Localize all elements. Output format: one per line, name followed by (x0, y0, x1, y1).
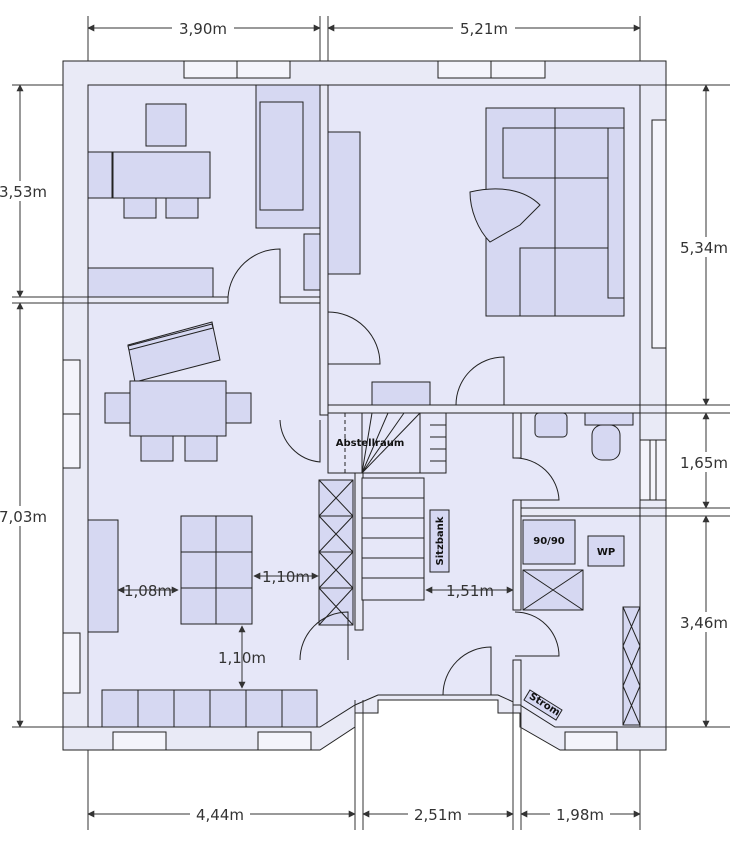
right-windows (639, 119, 667, 501)
furniture-dining (87, 321, 318, 728)
dim-inner-hall: 1,51m (446, 582, 494, 600)
dim-right-middle: 1,65m (680, 454, 728, 472)
label-storage: Abstellraum (336, 438, 405, 449)
shelf-cross (318, 479, 354, 626)
bottom-windows (112, 731, 618, 751)
furniture-office (87, 84, 321, 298)
dim-left-lower: 7,03m (0, 508, 47, 526)
dim-bottom-left: 4,44m (196, 806, 244, 824)
dim-left-upper: 3,53m (0, 183, 47, 201)
dim-bottom-middle: 2,51m (414, 806, 462, 824)
doors (227, 248, 560, 696)
dim-right-upper: 5,34m (680, 239, 728, 257)
left-windows (62, 359, 81, 694)
label-bench: Sitzbank (435, 516, 446, 565)
label-wp: WP (597, 547, 615, 558)
dim-bottom-right: 1,98m (556, 806, 604, 824)
label-9090: 90/90 (533, 536, 565, 547)
furniture-living (327, 107, 625, 406)
dim-right-lower: 3,46m (680, 614, 728, 632)
dim-top-left: 3,90m (179, 20, 227, 38)
dim-inner-table-bottom: 1,10m (218, 649, 266, 667)
dim-top-right: 5,21m (460, 20, 508, 38)
bathroom-fixtures (534, 412, 634, 461)
dim-inner-table-right: 1,10m (262, 568, 310, 586)
dimension-labels: 3,90m 5,21m 3,53m 7,03m 5,34m 1,65m 3,46… (0, 18, 732, 824)
utility-fixtures (522, 519, 641, 726)
dim-inner-table-left: 1,08m (124, 582, 172, 600)
top-windows (183, 60, 546, 79)
stairs (327, 412, 450, 601)
